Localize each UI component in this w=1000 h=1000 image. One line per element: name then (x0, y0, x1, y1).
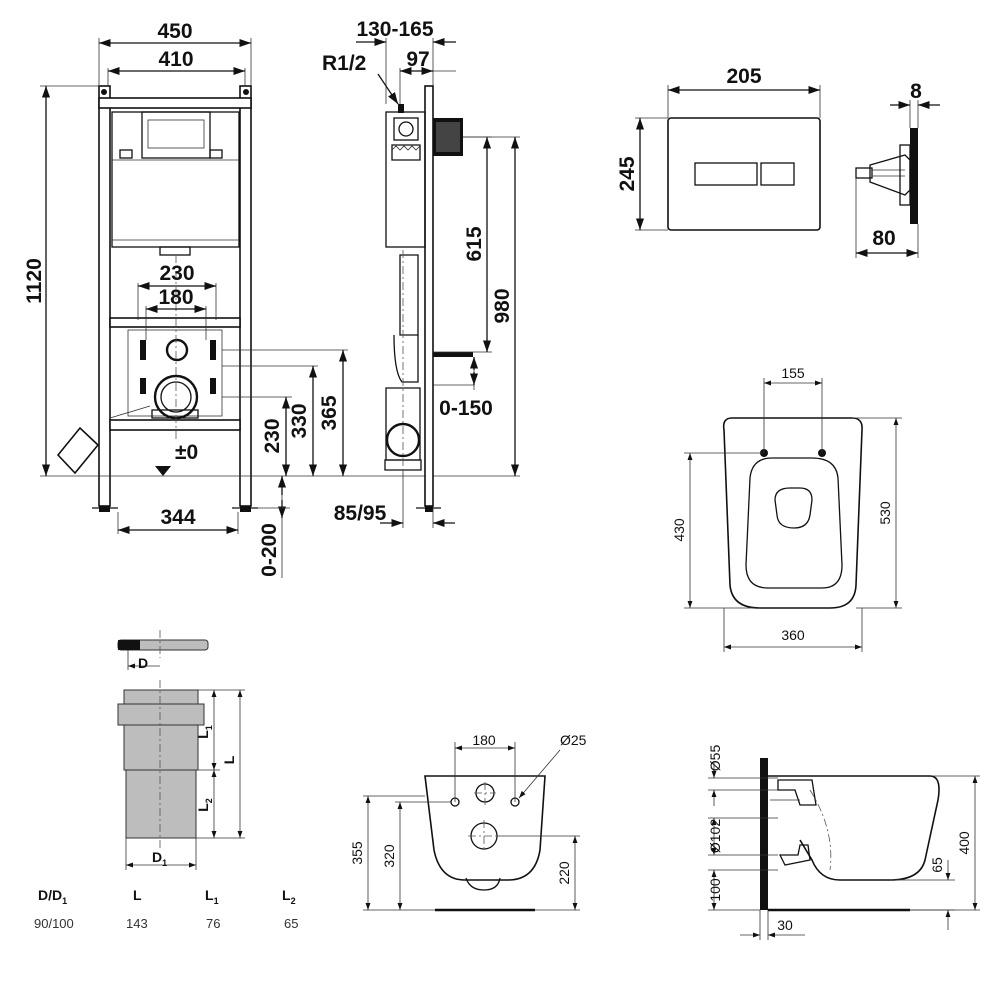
table-header-l1: L1 (205, 887, 219, 906)
table-header-l2: L2 (282, 887, 296, 906)
dim-1120: 1120 (23, 258, 46, 304)
cistern-outlet (159, 246, 191, 256)
label-L: L (221, 755, 237, 764)
pipe-lower (125, 769, 197, 839)
flush-opening (141, 111, 211, 159)
dim-344: 344 (160, 506, 195, 529)
dim-180-rear: 180 (472, 732, 496, 748)
dim-100: 100 (707, 878, 723, 902)
flush-plate-side (910, 128, 918, 224)
bowl-outline-top (722, 417, 863, 609)
dim-65: 65 (929, 857, 945, 873)
frame-side-view: 130-165 R1/2 97 615 980 0-150 85/95 (322, 18, 520, 528)
bowl-rear-outline (424, 775, 546, 881)
dim-980: 980 (491, 288, 514, 323)
dim-85-95: 85/95 (334, 502, 387, 525)
label-r1-2: R1/2 (322, 52, 366, 75)
side-cistern (385, 111, 426, 248)
dim-320: 320 (381, 844, 397, 868)
frame-lower-rail (109, 419, 241, 431)
bowl-side-outline (768, 775, 940, 881)
dim-530: 530 (877, 501, 893, 525)
dim-355: 355 (349, 841, 365, 865)
dim-80: 80 (872, 227, 895, 250)
flush-opening-inner (147, 119, 205, 149)
dim-180-spacing: 180 (158, 286, 193, 309)
bowl-rear-view: 180 Ø25 355 320 220 (349, 732, 587, 912)
pipe-connector: D D1 L1 L2 L D/D1 L L1 L2 90/100 143 76 (34, 630, 298, 931)
toilet-top-view: 155 430 530 360 (671, 365, 902, 652)
dim-330-height: 330 (288, 403, 311, 438)
pipe-table: D/D1 L L1 L2 90/100 143 76 65 (34, 887, 298, 931)
table-cell-l: 143 (126, 916, 148, 931)
floor-marker (155, 466, 171, 476)
dim-615: 615 (463, 226, 486, 261)
dim-365-height: 365 (318, 395, 341, 430)
dim-450: 450 (157, 20, 192, 43)
dim-0-200: 0-200 (258, 523, 281, 577)
dim-205: 205 (726, 65, 761, 88)
flush-button-large (694, 162, 758, 186)
label-D: D (138, 655, 148, 671)
frame-left-post (98, 85, 111, 507)
mounting-plate (127, 329, 223, 417)
right-bolt (210, 340, 216, 360)
dim-0-150: 0-150 (439, 397, 493, 420)
dim-97: 97 (406, 48, 429, 71)
dim-220: 220 (556, 861, 572, 885)
pipe-upper-band (123, 689, 199, 705)
dim-230-spacing: 230 (159, 262, 194, 285)
dim-400: 400 (956, 831, 972, 855)
dim-d55: Ø55 (707, 745, 723, 772)
frame-front-view: 450 410 1120 230 180 ±0 344 230 (23, 20, 520, 578)
label-D1: D1 (152, 849, 167, 868)
frame-right-post (239, 85, 252, 507)
bowl-side-wall (760, 758, 768, 910)
dim-d102: Ø102 (707, 819, 723, 853)
drain-elbow (56, 426, 100, 475)
dim-8: 8 (910, 80, 922, 103)
table-header-l: L (133, 887, 142, 903)
frame-middle-rail (109, 317, 241, 328)
pipe-socket (117, 703, 205, 726)
dim-d25: Ø25 (560, 732, 587, 748)
flush-plate-front (667, 117, 821, 231)
bowl-opening (774, 487, 813, 529)
inlet-hole (165, 338, 189, 362)
seat-outline (745, 457, 843, 589)
dim-30: 30 (777, 917, 793, 933)
dim-360: 360 (781, 627, 805, 643)
flush-button-small (760, 162, 795, 186)
bowl-side-view: Ø55 Ø102 100 30 65 400 (707, 745, 980, 940)
side-connection-arm (433, 352, 473, 357)
frame-top-rail (98, 97, 252, 109)
table-cell-l1: 76 (206, 916, 220, 931)
table-cell-l2: 65 (284, 916, 298, 931)
dim-410: 410 (158, 48, 193, 71)
side-frame-post (424, 85, 434, 507)
table-cell-d-d1: 90/100 (34, 916, 74, 931)
dim-230-height: 230 (261, 418, 284, 453)
cistern-body (111, 111, 240, 248)
left-bolt (140, 340, 146, 360)
dim-245: 245 (616, 156, 639, 191)
zero-level-mark: ±0 (175, 441, 198, 464)
label-L2: L2 (195, 798, 214, 812)
dim-430: 430 (671, 518, 687, 542)
dim-155: 155 (781, 365, 805, 381)
table-header-d-d1: D/D1 (38, 887, 67, 906)
dim-130-165: 130-165 (356, 18, 433, 41)
label-L1: L1 (195, 725, 214, 739)
flush-plate-views: 205 245 8 80 (616, 65, 940, 258)
